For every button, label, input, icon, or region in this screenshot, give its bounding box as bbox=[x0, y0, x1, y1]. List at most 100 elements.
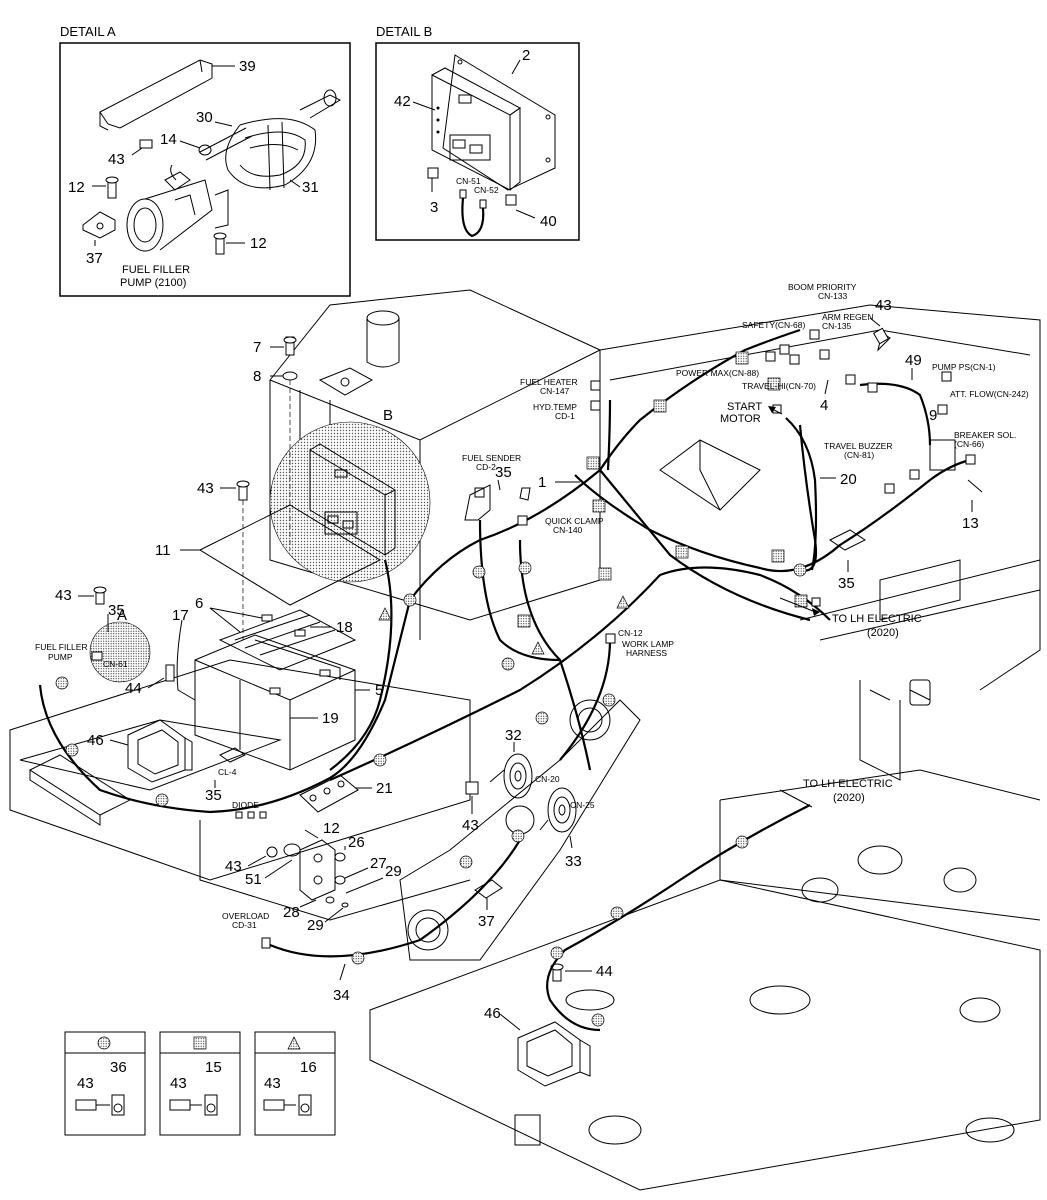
legend-triangle-part-2: 16 bbox=[300, 1059, 317, 1076]
detail-b-callout-2: 2 bbox=[522, 47, 530, 64]
detail-a-callout-14: 14 bbox=[160, 131, 177, 148]
callout-5: 5 bbox=[375, 682, 383, 699]
bolt-7-drawing bbox=[282, 336, 298, 550]
battery-cover-plate-11 bbox=[198, 504, 382, 606]
callout-37: 37 bbox=[478, 913, 495, 930]
breaker-sol-label-1: BREAKER SOL. bbox=[954, 430, 1016, 440]
callout-6: 6 bbox=[195, 595, 203, 612]
fuel-heater-label-1: FUEL HEATER bbox=[520, 377, 578, 387]
detail-a-marker-letter: A bbox=[117, 607, 127, 624]
callout-27: 27 bbox=[370, 855, 387, 872]
legend-circle-part-2: 36 bbox=[110, 1059, 127, 1076]
bolt-44-drawing bbox=[165, 664, 175, 682]
detail-b-callout-40: 40 bbox=[540, 213, 557, 230]
right-side-connectors bbox=[464, 329, 983, 644]
callout-43-relay: 43 bbox=[225, 858, 242, 875]
callout-34: 34 bbox=[333, 987, 350, 1004]
overload-connector bbox=[261, 937, 271, 949]
callout-43-left: 43 bbox=[55, 587, 72, 604]
to-lh-electric-2-line2: (2020) bbox=[833, 792, 865, 804]
bolt-12-bottom-drawing bbox=[213, 232, 245, 255]
callout-35-fuel: 35 bbox=[495, 464, 512, 481]
square-clip-icon bbox=[193, 1036, 207, 1050]
start-motor-label-2: MOTOR bbox=[720, 413, 761, 425]
callout-13: 13 bbox=[962, 515, 979, 532]
callout-17: 17 bbox=[172, 607, 189, 624]
cl4-label: CL-4 bbox=[218, 767, 237, 777]
detail-a-callout-43: 43 bbox=[108, 151, 125, 168]
legend-circle-part-1: 43 bbox=[77, 1075, 94, 1092]
legend-box-circle: 43 36 bbox=[64, 1031, 146, 1136]
callout-49: 49 bbox=[905, 352, 922, 369]
horn-32-drawing bbox=[489, 753, 533, 799]
callout-43-horn: 43 bbox=[462, 817, 479, 834]
fuel-sender-label-1: FUEL SENDER bbox=[462, 453, 521, 463]
callout-35-left: 35 bbox=[108, 602, 125, 619]
callout-4: 4 bbox=[820, 397, 828, 414]
callout-9: 9 bbox=[929, 407, 937, 424]
callout-33: 33 bbox=[565, 853, 582, 870]
to-lh-electric-1-line2: (2020) bbox=[867, 627, 899, 639]
callout-29-lower: 29 bbox=[307, 917, 324, 934]
detail-a-callout-12-bottom: 12 bbox=[250, 235, 267, 252]
detail-b-callout-3: 3 bbox=[430, 199, 438, 216]
quick-clamp-label-1: QUICK CLAMP bbox=[545, 516, 604, 526]
legend-triangle-part-1: 43 bbox=[264, 1075, 281, 1092]
detail-b-marker-letter: B bbox=[383, 407, 393, 424]
controller-plate-drawing bbox=[442, 54, 556, 191]
detail-a-callout-30: 30 bbox=[196, 109, 213, 126]
fuel-filler-pump-label-1: FUEL FILLER bbox=[35, 642, 88, 652]
callout-12: 12 bbox=[323, 820, 340, 837]
hyd-temp-label-2: CD-1 bbox=[555, 411, 575, 421]
diode-label: DIODE bbox=[232, 800, 259, 810]
fuel-filler-pump-drawing bbox=[126, 164, 229, 252]
clip-37-drawing bbox=[82, 211, 116, 246]
callout-8: 8 bbox=[253, 368, 261, 385]
detail-a-callout-31: 31 bbox=[302, 179, 319, 196]
callout-20: 20 bbox=[840, 471, 857, 488]
callout-43-plate: 43 bbox=[197, 480, 214, 497]
callout-46-lower: 46 bbox=[484, 1005, 501, 1022]
overload-label-1: OVERLOAD bbox=[222, 911, 269, 921]
callout-35-cl4: 35 bbox=[205, 787, 222, 804]
hose-30-drawing bbox=[199, 127, 253, 161]
boom-priority-label-1: BOOM PRIORITY bbox=[788, 282, 857, 292]
callout-29-upper: 29 bbox=[385, 863, 402, 880]
controller-box-drawing bbox=[431, 67, 521, 191]
work-lamp-harness-label-2: HARNESS bbox=[626, 648, 667, 658]
work-lamp-46-left-drawing bbox=[127, 719, 193, 783]
clip-cl4-drawing bbox=[219, 747, 246, 763]
travel-buzzer-label-2: (CN-81) bbox=[844, 450, 874, 460]
circle-clip-icon bbox=[97, 1036, 111, 1050]
detail-a-panel: DETAIL A 39 30 14 43 bbox=[59, 24, 351, 297]
legend-square-part-2: 15 bbox=[205, 1059, 222, 1076]
clamp-14-drawing bbox=[198, 144, 212, 156]
legend-box-triangle: 43 16 bbox=[254, 1031, 336, 1136]
screw-40-drawing bbox=[505, 194, 536, 219]
fuel-sender-label-2: CD-2 bbox=[476, 462, 496, 472]
cn61-label: CN-61 bbox=[103, 659, 128, 669]
callout-1: 1 bbox=[538, 474, 546, 491]
work-lamp-46-lower-drawing bbox=[517, 1021, 591, 1087]
detail-b-frame bbox=[375, 42, 580, 241]
detail-b-title: DETAIL B bbox=[376, 24, 432, 39]
safety-label: SAFETY(CN-68) bbox=[742, 320, 805, 330]
callout-51: 51 bbox=[245, 871, 262, 888]
start-motor-label-1: START bbox=[727, 401, 762, 413]
main-harness-lines bbox=[38, 328, 971, 1032]
travel-buzzer-label-1: TRAVEL BUZZER bbox=[824, 441, 892, 451]
detail-a-callout-12-top: 12 bbox=[68, 179, 85, 196]
arm-regen-label-2: CN-135 bbox=[822, 321, 852, 331]
hyd-temp-label-1: HYD.TEMP bbox=[533, 402, 577, 412]
screw-3-drawing bbox=[427, 167, 439, 192]
cn25-label: CN-25 bbox=[570, 800, 595, 810]
cn12-label: CN-12 bbox=[618, 628, 643, 638]
pump-ps-label: PUMP PS(CN-1) bbox=[932, 362, 996, 372]
to-lh-electric-2-line1: TO LH ELECTRIC bbox=[803, 778, 893, 790]
connector-wires-drawing bbox=[459, 189, 487, 238]
horn-bolt-43-drawing bbox=[465, 781, 479, 795]
fuel-filler-pump-label-2: PUMP bbox=[48, 652, 73, 662]
horn-33-drawing bbox=[539, 787, 577, 833]
relay-bracket-21-drawing bbox=[299, 774, 359, 813]
to-lh-electric-1-line1: TO LH ELECTRIC bbox=[832, 613, 922, 625]
